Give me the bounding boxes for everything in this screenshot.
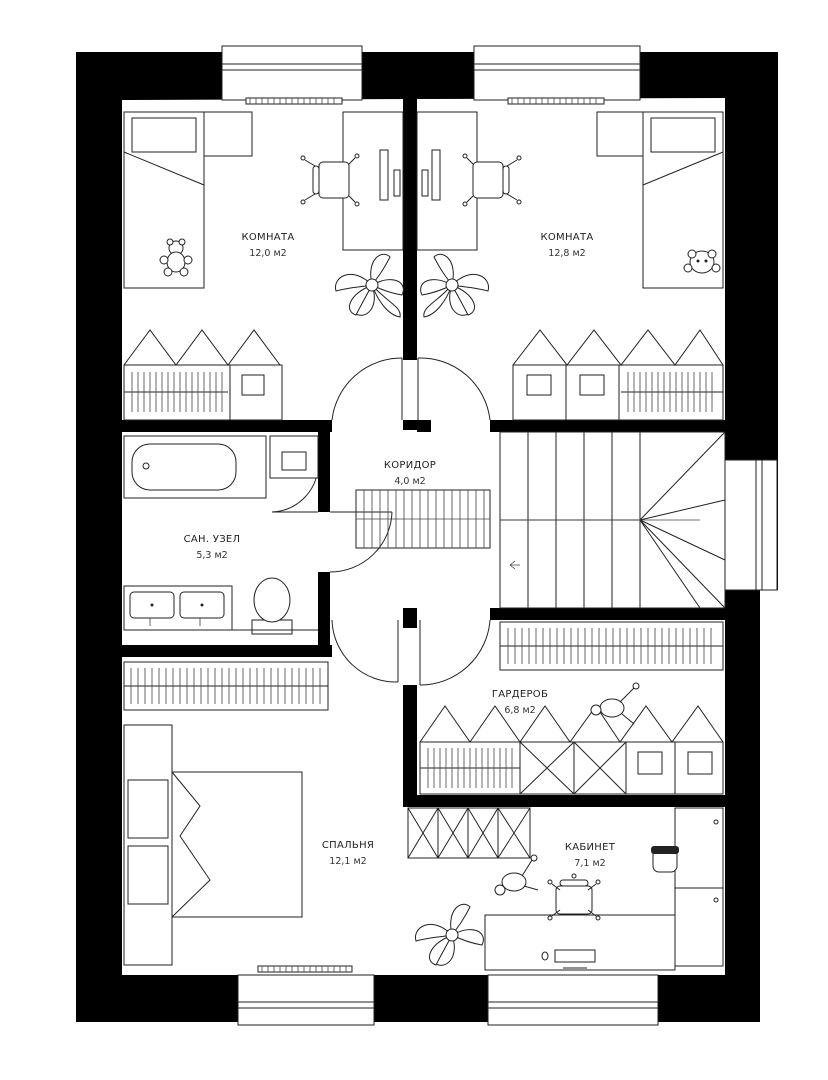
sink-icon [123,585,233,631]
person-icon [494,854,539,896]
room-name-bedroom: СПАЛЬНЯ [322,840,374,851]
room-left-furniture [123,111,404,421]
bed-icon [123,724,303,966]
room-name-office: КАБИНЕТ [565,842,616,853]
bathtub-icon [123,435,267,499]
window-icon [487,974,659,1026]
stairs-icon [355,431,726,609]
teddy-bear-icon [159,238,193,277]
desk-icon [342,111,404,251]
chair-icon [651,846,679,873]
bedroom-furniture [123,661,539,966]
window-icon [473,45,641,101]
wardrobe-icon [123,329,283,421]
room-area-bathroom: 5,3 м2 [196,550,227,561]
door-icon [331,357,403,421]
wardrobe-icon [419,705,724,795]
window-icon [724,459,778,591]
room-area-corridor: 4,0 м2 [394,476,425,487]
room-area-right: 12,8 м2 [548,248,585,259]
room-area-office: 7,1 м2 [574,858,605,869]
room-area-left: 12,0 м2 [249,248,286,259]
radiator-icon [245,97,343,105]
toilet-icon [232,577,318,635]
sink-icon [269,435,319,479]
room-name-left: КОМНАТА [241,232,294,243]
radiators [245,97,605,973]
doors [271,357,491,686]
wardrobe-icon [123,661,329,711]
door-icon [329,511,393,573]
room-labels: КОМНАТА 12,0 м2 КОМНАТА 12,8 м2 КОРИДОР … [184,232,616,869]
door-icon [331,619,399,683]
desk-icon [484,914,676,971]
bathroom-fixtures [123,435,319,635]
room-area-wardrobe: 6,8 м2 [504,705,535,716]
wardrobe-icon [512,329,724,421]
laptop-icon [541,949,596,969]
window-icon [221,45,363,101]
door-icon [419,619,491,686]
chair-icon [300,153,360,207]
office-furniture [484,807,724,971]
room-name-corridor: КОРИДОР [384,460,436,471]
wardrobe-icon [499,621,724,671]
room-name-right: КОМНАТА [540,232,593,243]
walk-in-closet [419,621,724,795]
walls [76,52,778,1022]
wardrobe-icon [407,807,531,859]
chair-icon [462,153,522,207]
room-name-wardrobe: ГАРДЕРОБ [492,689,548,700]
plant-icon [415,903,484,966]
chair-icon [547,873,601,921]
door-icon [417,357,491,421]
desk-icon [416,111,478,251]
room-area-bedroom: 12,1 м2 [329,856,366,867]
person-icon [590,682,640,725]
teddy-bear-icon [683,249,721,274]
plant-icon [420,253,489,318]
window-icon [237,974,375,1026]
radiator-icon [257,965,353,973]
room-right-furniture [416,111,724,421]
bed-icon [596,111,724,289]
room-name-bathroom: САН. УЗЕЛ [184,534,241,545]
plant-icon [335,253,404,318]
radiator-icon [507,97,605,105]
